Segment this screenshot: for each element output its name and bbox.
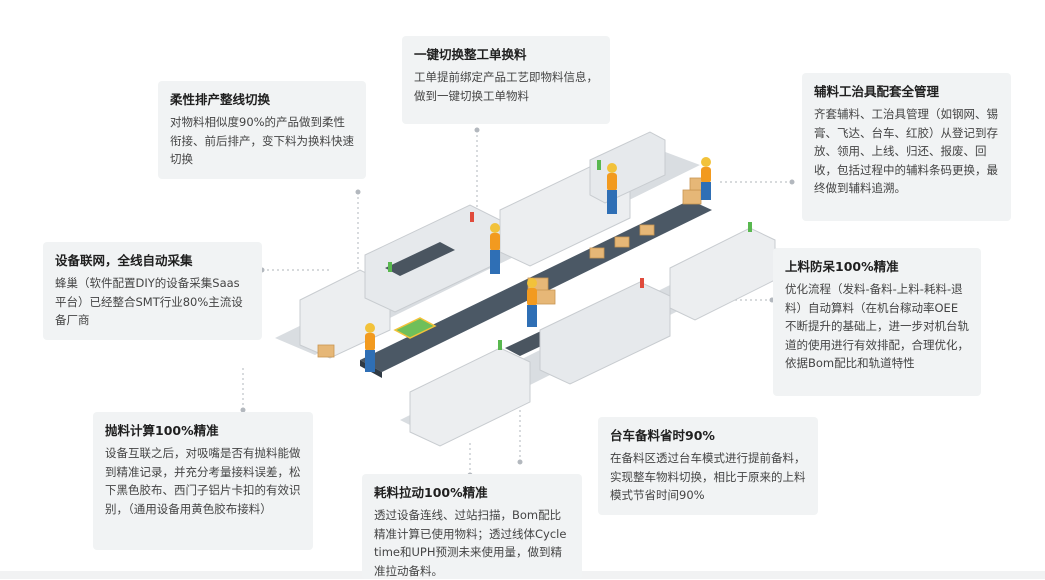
lower-indicator-3 bbox=[748, 222, 752, 232]
card-title: 台车备料省时90% bbox=[610, 428, 715, 443]
card-title: 柔性排产整线切换 bbox=[170, 92, 271, 107]
pcb-board bbox=[393, 317, 437, 339]
card-error-proofing: 上料防呆100%精准 优化流程（发料-备料-上料-耗料-退料）自动算料（在机台稼… bbox=[773, 248, 981, 396]
lower-machine-2 bbox=[539, 281, 671, 385]
upper-machine-2-window bbox=[385, 242, 455, 276]
card-flexible-scheduling: 柔性排产整线切换 对物料相似度90%的产品做到柔性衔接、前后排产，变下料为换料快… bbox=[158, 81, 366, 179]
card-cart-preparation: 台车备料省时90% 在备料区透过台车模式进行提前备料，实现整车物料切换，相比于原… bbox=[598, 417, 818, 515]
worker-1 bbox=[365, 323, 375, 372]
upper-indicator-2 bbox=[470, 212, 474, 222]
lower-indicator-1 bbox=[498, 340, 502, 350]
lower-indicator-2 bbox=[640, 278, 644, 288]
worker-5 bbox=[701, 157, 711, 200]
lower-machine-1 bbox=[409, 347, 531, 447]
workers bbox=[365, 157, 711, 372]
card-title: 上料防呆100%精准 bbox=[785, 259, 899, 274]
card-title: 耗料拉动100%精准 bbox=[374, 485, 488, 500]
lower-production-line bbox=[400, 222, 790, 447]
card-body: 优化流程（发料-备料-上料-耗料-退料）自动算料（在机台稼动率OEE不断提升的基… bbox=[785, 282, 969, 370]
worker-3 bbox=[527, 278, 537, 327]
card-body: 设备互联之后，对吸嘴是否有抛料能做到精准记录，并充分考量接料误差，松下黑色胶布、… bbox=[105, 446, 301, 516]
card-body: 工单提前绑定产品工艺即物料信息，做到一键切换工单物料 bbox=[414, 70, 598, 103]
card-device-iot: 设备联网，全线自动采集 蜂巢（软件配置DIY的设备采集Saas平台）已经整合SM… bbox=[43, 242, 262, 340]
card-auxiliary-management: 辅料工治具配套全管理 齐套辅料、工治具管理（如钢网、锡膏、飞达、台车、红胶）从登… bbox=[802, 73, 1011, 221]
lower-machine-3 bbox=[669, 227, 776, 321]
card-body: 透过设备连线、过站扫描，Bom配比精准计算已使用物料；透过线体Cycletime… bbox=[374, 508, 567, 578]
worker-4 bbox=[607, 163, 617, 214]
card-title: 辅料工治具配套全管理 bbox=[814, 84, 940, 99]
card-throw-calculation: 抛料计算100%精准 设备互联之后，对吸嘴是否有抛料能做到精准记录，并充分考量接… bbox=[93, 412, 313, 550]
card-title: 抛料计算100%精准 bbox=[105, 423, 219, 438]
card-title: 设备联网，全线自动采集 bbox=[55, 253, 193, 268]
upper-indicator-3 bbox=[597, 160, 601, 170]
worker-2 bbox=[490, 223, 500, 274]
card-body: 蜂巢（软件配置DIY的设备采集Saas平台）已经整合SMT行业80%主流设备厂商 bbox=[55, 276, 243, 327]
card-oneclick-switch: 一键切换整工单换料 工单提前绑定产品工艺即物料信息，做到一键切换工单物料 bbox=[402, 36, 610, 124]
card-body: 在备料区透过台车模式进行提前备料，实现整车物料切换，相比于原来的上料模式节省时间… bbox=[610, 451, 806, 502]
card-material-pull: 耗料拉动100%精准 透过设备连线、过站扫描，Bom配比精准计算已使用物料；透过… bbox=[362, 474, 582, 579]
card-body: 对物料相似度90%的产品做到柔性衔接、前后排产，变下料为换料快速切换 bbox=[170, 115, 354, 166]
upper-indicator-1 bbox=[388, 262, 392, 272]
card-body: 齐套辅料、工治具管理（如钢网、锡膏、飞达、台车、红胶）从登记到存放、领用、上线、… bbox=[814, 107, 998, 195]
card-title: 一键切换整工单换料 bbox=[414, 47, 527, 62]
upper-machine-4 bbox=[589, 131, 666, 204]
